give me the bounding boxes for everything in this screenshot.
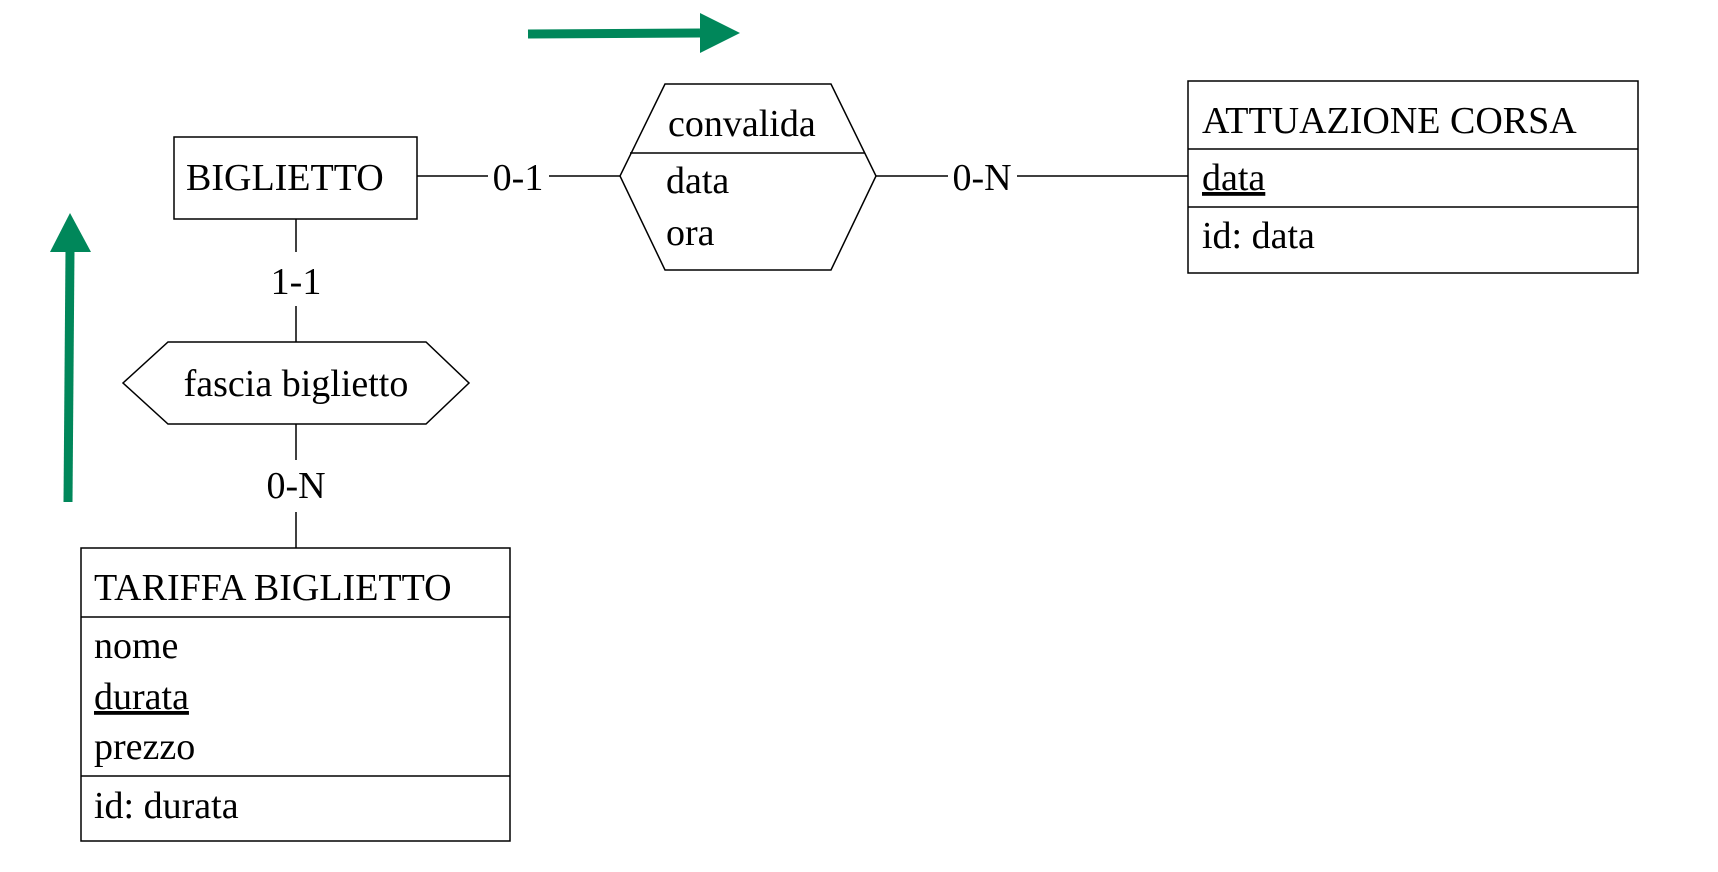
entity-tariffa-biglietto-identifier: id: durata (94, 785, 239, 827)
entity-attuazione-corsa-name: ATTUAZIONE CORSA (1202, 100, 1577, 142)
entity-tariffa-biglietto-attr-nome: nome (94, 625, 178, 667)
entity-tariffa-biglietto-attr-durata: durata (94, 676, 189, 718)
navigation-arrow-right-icon (527, 13, 740, 53)
cardinality-biglietto-fascia: 1-1 (271, 261, 322, 303)
connectors (295, 175, 1188, 548)
cardinality-convalida-attuazione: 0-N (952, 157, 1011, 199)
relationship-fascia-biglietto-name: fascia biglietto (184, 363, 409, 405)
entity-tariffa-biglietto-attr-prezzo: prezzo (94, 726, 195, 768)
entity-attuazione-corsa-attr-data: data (1202, 157, 1265, 199)
navigation-arrow-up-icon (50, 213, 91, 503)
relationship-convalida-name: convalida (668, 103, 816, 145)
relationship-convalida-attr-ora: ora (666, 212, 715, 254)
entity-biglietto[interactable]: BIGLIETTO (173, 136, 418, 220)
cardinality-biglietto-convalida: 0-1 (493, 157, 544, 199)
entity-tariffa-biglietto-name: TARIFFA BIGLIETTO (94, 567, 452, 609)
relationship-convalida-attr-data: data (666, 160, 729, 202)
entity-attuazione-corsa-identifier: id: data (1202, 215, 1315, 257)
relationship-convalida[interactable]: convalida data ora (619, 83, 877, 271)
entity-attuazione-corsa[interactable]: ATTUAZIONE CORSA data id: data (1187, 80, 1639, 274)
entity-tariffa-biglietto[interactable]: TARIFFA BIGLIETTO nome durata prezzo id:… (80, 547, 511, 842)
relationship-fascia-biglietto[interactable]: fascia biglietto (121, 341, 471, 425)
entity-biglietto-name: BIGLIETTO (186, 157, 384, 199)
cardinality-fascia-tariffa: 0-N (266, 465, 325, 507)
